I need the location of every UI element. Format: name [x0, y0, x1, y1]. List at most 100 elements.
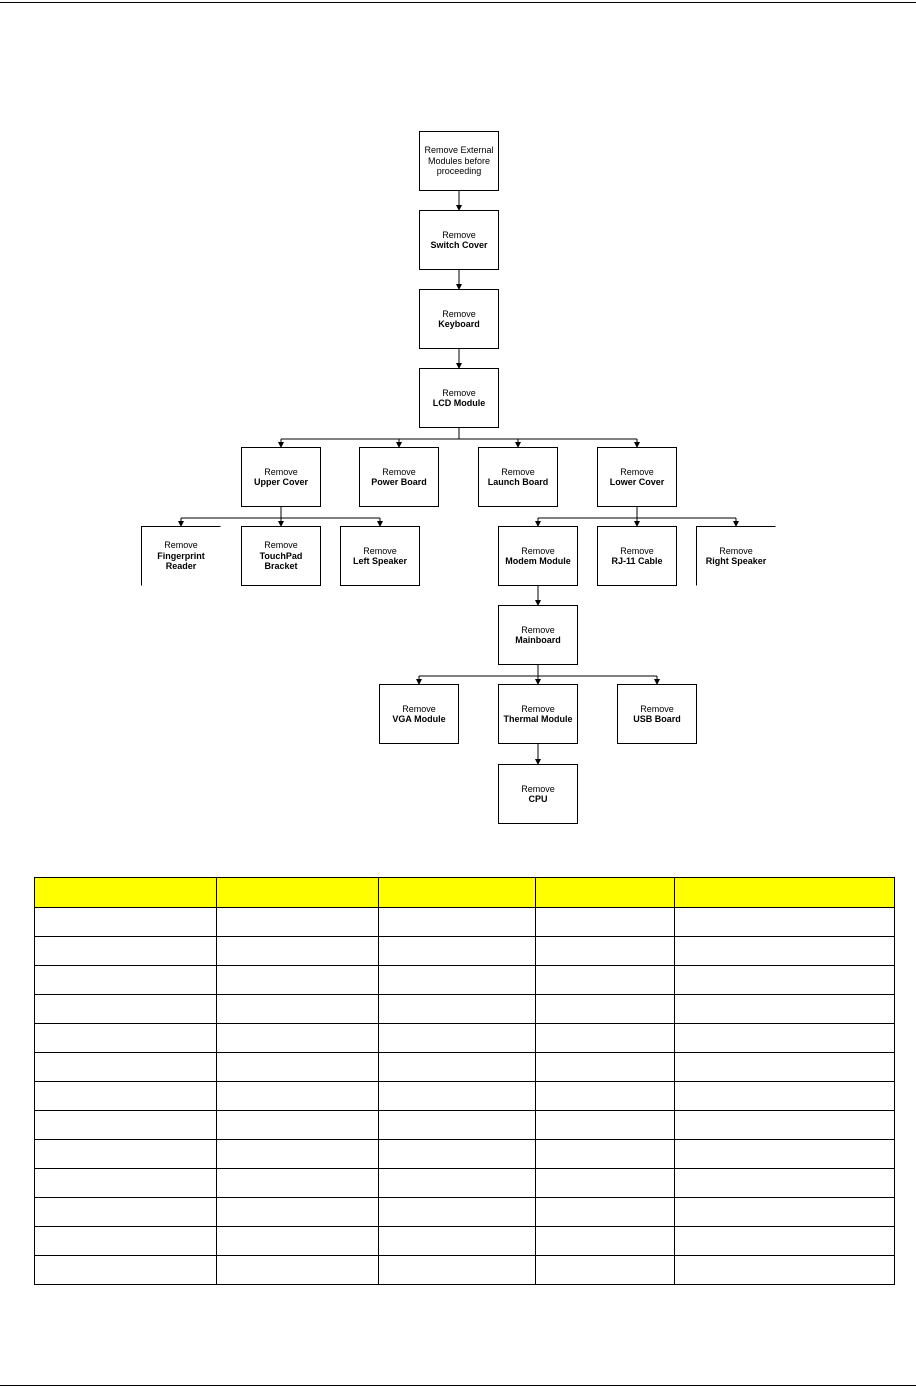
table-cell: [378, 965, 536, 995]
node-label-line: Remove External: [424, 145, 494, 156]
screw-list-table: [34, 877, 895, 1285]
table-cell: [378, 1197, 536, 1227]
table-cell: [378, 1139, 536, 1169]
table-cell: [674, 936, 895, 966]
table-cell: [216, 994, 379, 1024]
node-label-line: Left Speaker: [352, 556, 408, 566]
table-cell: [34, 1197, 217, 1227]
top-rule: [0, 2, 916, 3]
table-cell: [674, 1052, 895, 1082]
node-label-line: Remove: [640, 703, 674, 714]
node-label-line: Modem Module: [505, 556, 571, 566]
node-label-line: Fingerprint: [157, 550, 205, 561]
table-cell: [378, 1081, 536, 1111]
node-label-line: Remove: [363, 545, 397, 556]
table-cell: [34, 936, 217, 966]
table-row: [34, 1197, 895, 1227]
table-cell: [378, 1023, 536, 1053]
node-label-line: CPU: [528, 794, 548, 804]
table-cell: [216, 936, 379, 966]
table-row: [34, 936, 895, 966]
table-cell: [535, 1052, 675, 1082]
table-cell: [378, 1226, 536, 1256]
node-label-line: RJ-11 Cable: [611, 556, 663, 566]
node-label-line: Remove: [382, 466, 416, 477]
node-label-line: proceeding: [436, 166, 482, 177]
node-label-line: Remove: [402, 703, 436, 714]
node-label-line: Lower Cover: [609, 477, 665, 487]
table-cell: [378, 1255, 536, 1285]
table-cell: [674, 1139, 895, 1169]
table-cell: [674, 907, 895, 937]
table-header-cell: [674, 877, 895, 908]
table-row: [34, 1139, 895, 1169]
table-cell: [378, 994, 536, 1024]
table-cell: [378, 1168, 536, 1198]
node-label-line: Right Speaker: [705, 556, 767, 566]
table-cell: [34, 994, 217, 1024]
table-cell: [535, 1081, 675, 1111]
table-header-cell: [216, 877, 379, 908]
table-cell: [535, 907, 675, 937]
node-label-line: Remove: [620, 545, 654, 556]
bottom-rule: [0, 1385, 916, 1386]
table-row: [34, 965, 895, 995]
node-label-line: Remove: [521, 783, 555, 794]
node-label-line: Upper Cover: [253, 477, 308, 487]
node-label-line: Keyboard: [438, 319, 480, 329]
table-cell: [216, 907, 379, 937]
table-cell: [34, 1139, 217, 1169]
table-row: [34, 1168, 895, 1198]
table-cell: [535, 1023, 675, 1053]
table-cell: [378, 907, 536, 937]
node-label-line: Mainboard: [515, 635, 561, 645]
node-label-line: Remove: [442, 387, 476, 398]
table-cell: [216, 1139, 379, 1169]
table-row: [34, 1226, 895, 1256]
table-row: [34, 1255, 895, 1285]
table-cell: [674, 965, 895, 995]
table-cell: [674, 1023, 895, 1053]
table-row: [34, 1081, 895, 1111]
table-header-row: [34, 877, 895, 908]
table-cell: [674, 1197, 895, 1227]
table-cell: [34, 1110, 217, 1140]
node-label-line: LCD Module: [432, 398, 486, 408]
table-cell: [378, 1110, 536, 1140]
node-label-line: Remove: [521, 545, 555, 556]
node-label-line: Remove: [164, 540, 198, 551]
node-label-line: USB Board: [633, 714, 681, 724]
table-cell: [535, 994, 675, 1024]
table-cell: [216, 1081, 379, 1111]
table-cell: [34, 1081, 217, 1111]
table-cell: [674, 994, 895, 1024]
table-cell: [674, 1168, 895, 1198]
table-row: [34, 1023, 895, 1053]
node-label-line: Remove: [620, 466, 654, 477]
node-label-line: Remove: [521, 624, 555, 635]
table-row: [34, 994, 895, 1024]
table-cell: [535, 936, 675, 966]
table-cell: [34, 1255, 217, 1285]
table-row: [34, 1052, 895, 1082]
node-label-line: Power Board: [371, 477, 427, 487]
node-label-line: Modules before: [427, 155, 491, 166]
node-label-line: Remove: [719, 545, 753, 556]
node-label-line: Remove: [521, 703, 555, 714]
table-cell: [216, 1052, 379, 1082]
table-cell: [34, 1168, 217, 1198]
table-cell: [216, 1197, 379, 1227]
